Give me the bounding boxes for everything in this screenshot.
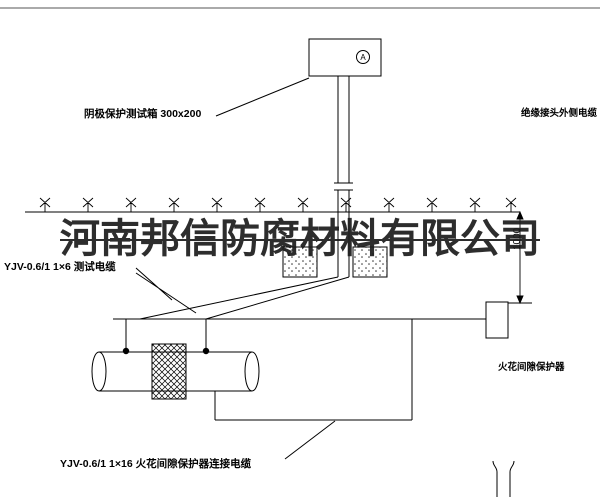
cable-weld-dot-left: [122, 347, 130, 355]
buried-block-right: [352, 246, 388, 278]
spark-gap-cable-leader-line: [284, 420, 336, 460]
ammeter-letter: A: [360, 53, 366, 62]
pipe-end-right: [244, 351, 260, 392]
conduit: [334, 76, 353, 277]
pipeline: [91, 343, 260, 400]
conduit-coupling: [334, 182, 353, 191]
outer-cable-label: 绝缘接头外侧电缆: [521, 108, 598, 119]
test-box: A: [308, 38, 382, 77]
spark-gap-label: 火花间隙保护器: [498, 362, 565, 373]
break-symbol: [492, 460, 515, 497]
test-cable-leader-lines: [135, 267, 197, 314]
spark-gap-cable-lines: [214, 319, 413, 421]
test-box-leader-line: [215, 77, 310, 117]
buried-block-left: [282, 246, 318, 278]
test-box-label: 阴极保护测试箱 300x200: [84, 108, 202, 120]
insulating-joint: [151, 343, 187, 400]
test-cable-lines: [113, 276, 486, 349]
dimension-1000: [508, 210, 532, 305]
ammeter-icon: [356, 50, 370, 64]
pipe-end-left: [91, 351, 107, 392]
spark-gap-protector: [485, 301, 509, 339]
test-cable-label: YJV-0.6/1 1×6 测试电缆: [4, 261, 116, 273]
dimension-text: 1000: [512, 227, 523, 250]
spark-gap-cable-label: YJV-0.6/1 1×16 火花间隙保护器连接电缆: [60, 458, 252, 470]
cable-weld-dot-right: [202, 347, 210, 355]
ground-surface-symbols: [39, 197, 517, 212]
